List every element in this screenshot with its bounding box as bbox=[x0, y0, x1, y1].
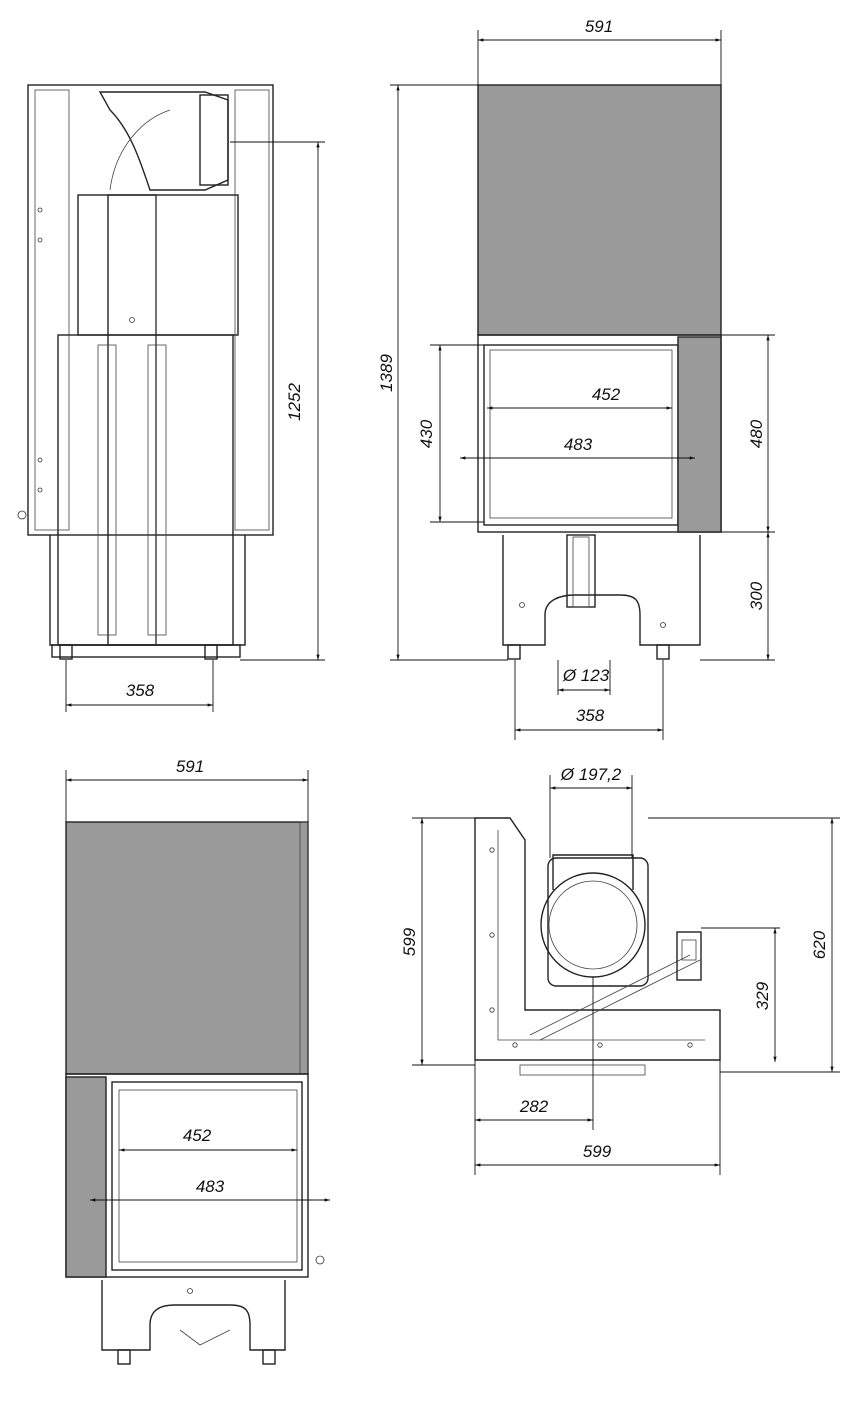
glass-height-dimension: 430 bbox=[417, 419, 436, 448]
door-height-dimension: 480 bbox=[747, 419, 766, 448]
side-feet-dimension: 358 bbox=[126, 681, 155, 700]
flue-offset-y-dimension: 329 bbox=[753, 981, 772, 1010]
side-view: 1252 358 bbox=[17, 84, 325, 712]
front-outer-glass-dimension: 483 bbox=[564, 435, 593, 454]
corner-outer-glass-dimension: 483 bbox=[196, 1177, 225, 1196]
side-height-dimension: 1252 bbox=[285, 383, 304, 421]
flue-diameter-dimension: Ø 197,2 bbox=[560, 765, 622, 784]
front-view: 591 1389 430 480 300 452 483 Ø 123 bbox=[377, 17, 775, 740]
front-inner-glass-dimension: 452 bbox=[592, 385, 621, 404]
corner-inner-glass-dimension: 452 bbox=[183, 1126, 212, 1145]
top-depth-right-dimension: 620 bbox=[810, 930, 829, 959]
top-depth-left-dimension: 599 bbox=[400, 927, 419, 956]
front-feet-dimension: 358 bbox=[576, 706, 605, 725]
top-width-dimension: 599 bbox=[583, 1142, 612, 1161]
base-height-dimension: 300 bbox=[747, 581, 766, 610]
flue-offset-x-dimension: 282 bbox=[519, 1097, 549, 1116]
front-height-dimension: 1389 bbox=[377, 354, 396, 392]
corner-front-view: 591 452 483 bbox=[65, 757, 330, 1365]
front-width-dimension: 591 bbox=[585, 17, 613, 36]
corner-width-dimension: 591 bbox=[176, 757, 204, 776]
air-inlet-dimension: Ø 123 bbox=[562, 666, 610, 685]
top-view: Ø 197,2 599 620 329 282 599 bbox=[400, 765, 840, 1175]
